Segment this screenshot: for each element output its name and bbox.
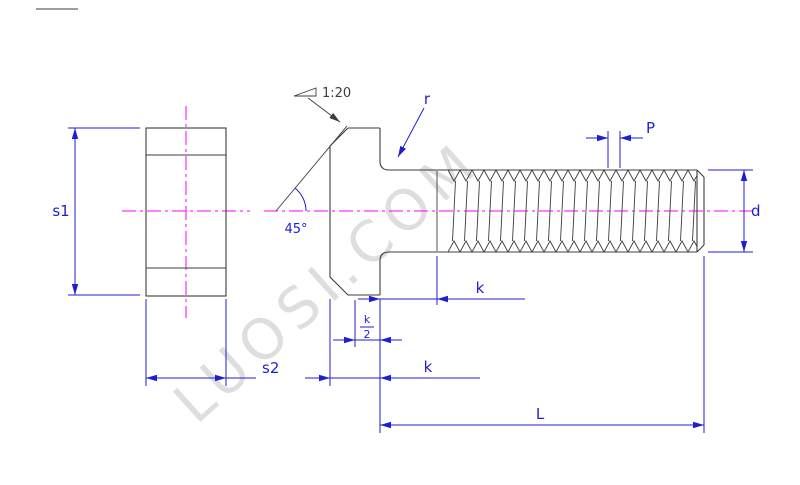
k-half-numerator: k bbox=[364, 313, 371, 326]
side-view bbox=[329, 127, 705, 296]
watermark: LUOSI.COM bbox=[162, 129, 493, 436]
d-label: d bbox=[751, 202, 761, 220]
s2-label: s2 bbox=[262, 359, 279, 377]
angle-label: 45° bbox=[284, 222, 307, 237]
head-side-outline bbox=[329, 127, 381, 296]
thread-pattern bbox=[448, 170, 697, 252]
radius-leader-line bbox=[397, 107, 425, 158]
k-upper-label: k bbox=[476, 279, 485, 297]
L-label: L bbox=[536, 405, 545, 423]
angle-arc bbox=[294, 187, 307, 212]
chamfer-extension-line bbox=[275, 125, 348, 212]
watermark-text: LUOSI.COM bbox=[162, 129, 493, 436]
k-half-denominator: 2 bbox=[364, 328, 371, 341]
taper-leader-line bbox=[307, 97, 341, 123]
taper-label: 1:20 bbox=[322, 86, 351, 101]
bolt-end-chamfer-top bbox=[696, 169, 705, 178]
dimensions: s1 s2 k k 2 k L d bbox=[52, 119, 761, 433]
fillet-top bbox=[379, 160, 390, 171]
P-label: P bbox=[646, 119, 655, 137]
s1-label: s1 bbox=[52, 202, 69, 220]
callouts: 1:20 r 45° bbox=[275, 86, 431, 237]
taper-symbol-icon bbox=[293, 87, 317, 97]
k-lower-label: k bbox=[424, 358, 433, 376]
head-front-outline bbox=[145, 127, 227, 297]
bolt-end-chamfer-bottom bbox=[696, 244, 705, 253]
radius-label: r bbox=[424, 90, 431, 108]
fillet-bottom bbox=[379, 251, 390, 262]
front-view bbox=[145, 127, 227, 297]
